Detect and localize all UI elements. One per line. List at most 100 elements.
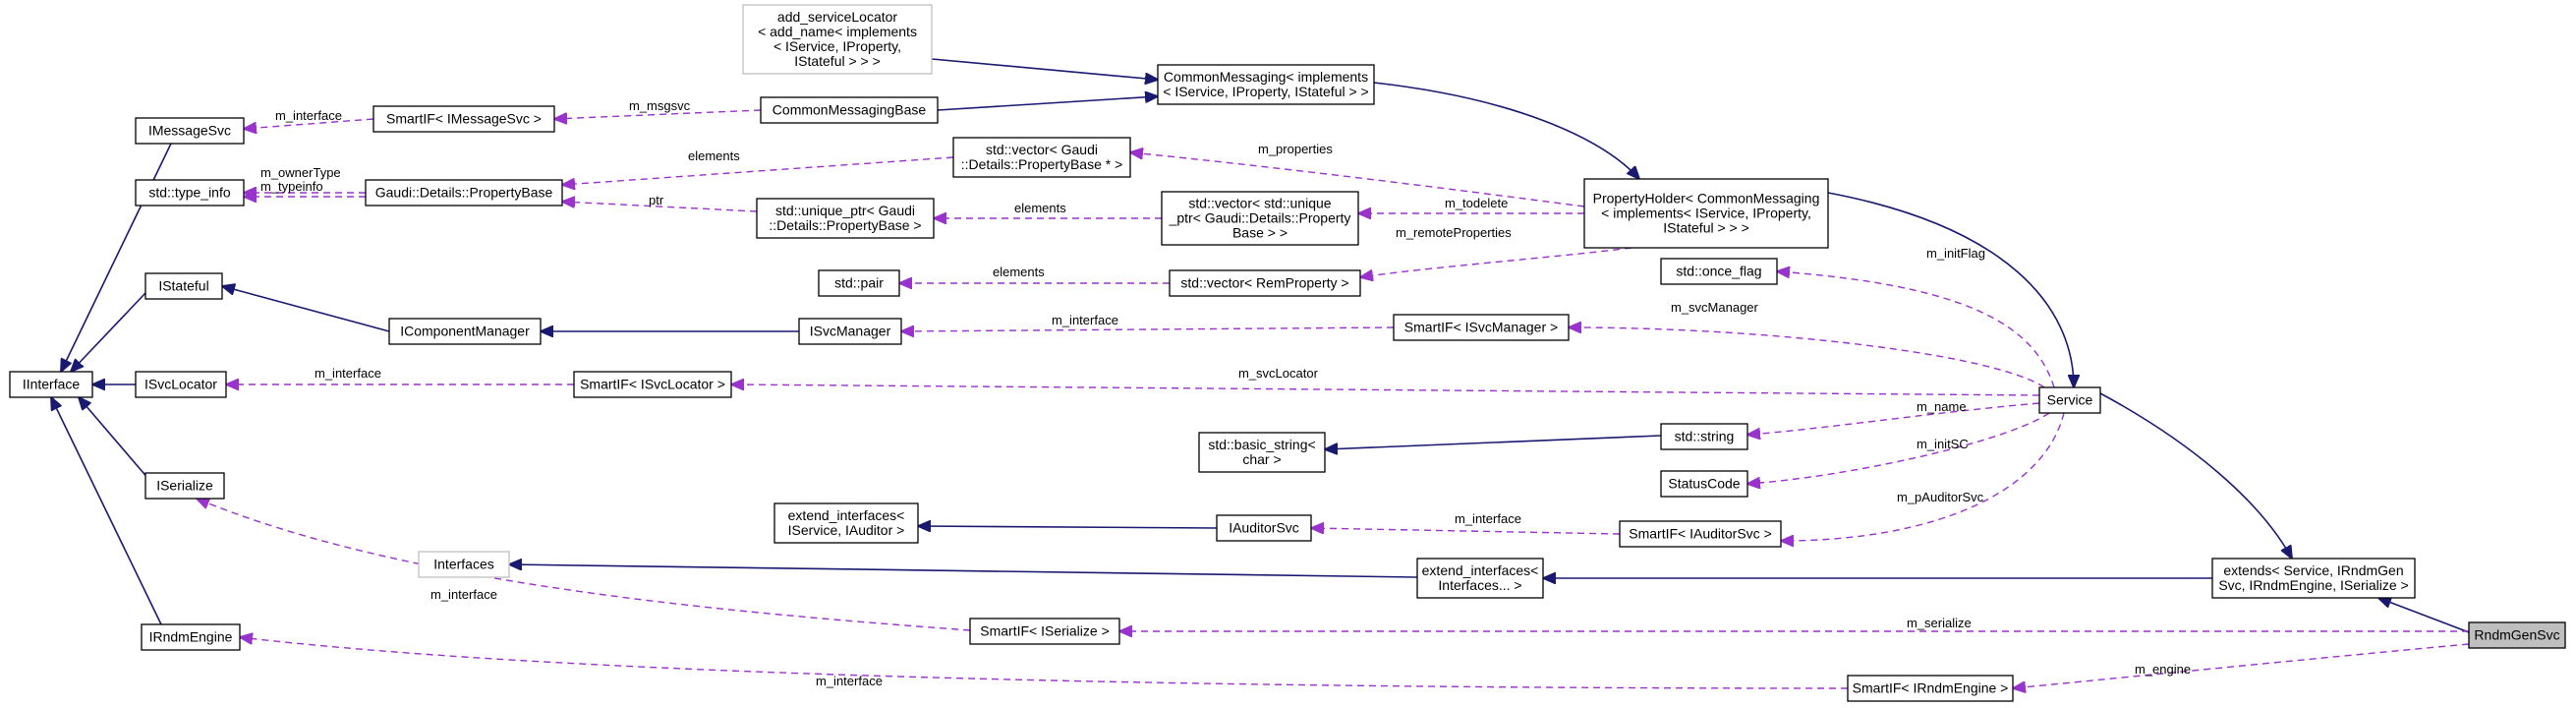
class-node-istateful[interactable]: IStateful bbox=[144, 272, 223, 300]
class-node-std-pair[interactable]: std::pair bbox=[818, 269, 900, 297]
class-node-box bbox=[1157, 64, 1375, 105]
class-node-label: PropertyHolder< CommonMessaging bbox=[1593, 191, 1820, 206]
class-node-box bbox=[742, 4, 933, 75]
class-node-status-code[interactable]: StatusCode bbox=[1660, 470, 1748, 498]
inheritance-edge-7 bbox=[71, 292, 146, 372]
class-node-box bbox=[135, 117, 245, 145]
class-node-label: CommonMessagingBase bbox=[773, 102, 927, 118]
class-node-box bbox=[372, 105, 555, 133]
edge-label-m-init-flag: m_initFlag bbox=[1926, 246, 1985, 261]
class-node-label: ::Details::PropertyBase * > bbox=[961, 156, 1123, 172]
class-node-box bbox=[756, 198, 935, 239]
class-node-icomponent-manager[interactable]: IComponentManager bbox=[388, 318, 542, 345]
class-node-smartif-isvcmanager[interactable]: SmartIF< ISvcManager > bbox=[1393, 314, 1570, 341]
class-node-extend-interfaces-interfaces[interactable]: extend_interfaces<Interfaces... > bbox=[1416, 558, 1544, 599]
edge-label-elements-pair: elements bbox=[993, 265, 1045, 279]
class-node-label: std::vector< Gaudi bbox=[986, 142, 1098, 157]
class-node-std-once-flag[interactable]: std::once_flag bbox=[1660, 258, 1778, 285]
class-node-service[interactable]: Service bbox=[2038, 386, 2101, 414]
usage-edge-34 bbox=[1747, 412, 2050, 484]
class-node-box bbox=[388, 318, 542, 345]
edge-label-m-init-sc: m_initSC bbox=[1917, 437, 1969, 451]
class-node-isvc-locator[interactable]: ISvcLocator bbox=[135, 371, 227, 398]
class-node-common-messaging[interactable]: CommonMessaging< implements< IService, I… bbox=[1157, 64, 1375, 105]
class-node-isvc-manager[interactable]: ISvcManager bbox=[798, 318, 902, 345]
class-node-irndm-engine[interactable]: IRndmEngine bbox=[141, 623, 241, 651]
inheritance-edge-11 bbox=[222, 286, 390, 332]
edge-label-m-engine: m_engine bbox=[2135, 662, 2191, 677]
class-node-label: < IService, IProperty, IStateful > > bbox=[1163, 84, 1368, 99]
class-node-smartif-isvclocator[interactable]: SmartIF< ISvcLocator > bbox=[573, 371, 732, 398]
class-node-iserialize[interactable]: ISerialize bbox=[144, 472, 225, 500]
edge-label-m-properties: m_properties bbox=[1258, 142, 1333, 156]
usage-edge-17 bbox=[244, 118, 374, 129]
edge-label-m-interface-svcmanager: m_interface bbox=[1052, 313, 1118, 327]
class-node-label: std::unique_ptr< Gaudi bbox=[775, 203, 915, 218]
inheritance-edge-1 bbox=[937, 96, 1158, 111]
class-node-box bbox=[1583, 178, 1829, 249]
usage-edge-33 bbox=[1747, 402, 2040, 435]
class-node-box bbox=[1216, 514, 1312, 542]
class-node-smartif-imessagesvc[interactable]: SmartIF< IMessageSvc > bbox=[372, 105, 555, 133]
class-node-box bbox=[1198, 432, 1326, 473]
class-node-box bbox=[969, 618, 1120, 645]
usage-edge-23 bbox=[1130, 152, 1585, 207]
edge-label-m-interface-rndm: m_interface bbox=[816, 674, 883, 688]
class-node-label: Base > > bbox=[1232, 225, 1288, 241]
edge-label-m-name: m_name bbox=[1917, 399, 1967, 414]
class-node-interfaces[interactable]: Interfaces bbox=[418, 551, 510, 578]
class-node-box bbox=[1416, 558, 1544, 599]
edge-label-m-svc-locator: m_svcLocator bbox=[1238, 366, 1319, 381]
class-node-iinterface[interactable]: IInterface bbox=[9, 371, 93, 398]
class-node-label: Service bbox=[2047, 392, 2093, 408]
class-node-label: extend_interfaces< bbox=[1422, 562, 1539, 578]
class-node-box bbox=[141, 623, 241, 651]
class-node-label: Interfaces bbox=[433, 557, 493, 572]
class-node-box bbox=[418, 551, 510, 578]
class-node-label: IInterface bbox=[23, 377, 81, 392]
class-node-vector-unique-ptr[interactable]: std::vector< std::unique_ptr< Gaudi::Det… bbox=[1161, 191, 1359, 246]
usage-edge-30 bbox=[1569, 327, 2045, 388]
class-node-std-type-info[interactable]: std::type_info bbox=[135, 179, 245, 206]
class-node-box bbox=[1847, 675, 2014, 702]
class-node-label: std::vector< std::unique bbox=[1188, 196, 1331, 211]
usage-edge-39 bbox=[240, 637, 1849, 689]
class-node-add-service-locator[interactable]: add_serviceLocator< add_name< implements… bbox=[742, 4, 933, 75]
class-node-label: ::Details::PropertyBase > bbox=[769, 217, 921, 233]
nodes: add_serviceLocator< add_name< implements… bbox=[9, 4, 2566, 702]
class-node-property-base[interactable]: Gaudi::Details::PropertyBase bbox=[365, 179, 563, 206]
class-node-smartif-iserialize[interactable]: SmartIF< ISerialize > bbox=[969, 618, 1120, 645]
edge-label-m-todelete: m_todelete bbox=[1445, 196, 1508, 210]
class-node-extend-interfaces-iservice[interactable]: extend_interfaces<IService, IAuditor > bbox=[773, 502, 919, 544]
usage-edge-40 bbox=[2013, 643, 2470, 688]
class-node-unique-ptr-property-base[interactable]: std::unique_ptr< Gaudi::Details::Propert… bbox=[756, 198, 935, 239]
class-node-std-basic-string[interactable]: std::basic_string<char > bbox=[1198, 432, 1326, 473]
class-node-vector-property-base-ptr[interactable]: std::vector< Gaudi::Details::PropertyBas… bbox=[952, 137, 1131, 178]
class-node-label: IStateful > > > bbox=[1663, 220, 1749, 236]
class-node-common-messaging-base[interactable]: CommonMessagingBase bbox=[760, 96, 939, 124]
class-node-label: IMessageSvc bbox=[148, 123, 231, 139]
class-node-smartif-iauditorsvc[interactable]: SmartIF< IAuditorSvc > bbox=[1619, 520, 1782, 548]
inheritance-edge-0 bbox=[931, 58, 1158, 80]
class-node-vector-rem-property[interactable]: std::vector< RemProperty > bbox=[1169, 269, 1361, 297]
usage-edge-35 bbox=[1311, 528, 1621, 535]
class-node-box bbox=[1169, 269, 1361, 297]
edge-labels: m_interfacem_msgsvcm_ownerTypem_typeinfo… bbox=[260, 98, 2191, 688]
inheritance-edge-3 bbox=[1827, 192, 2074, 387]
class-node-property-holder[interactable]: PropertyHolder< CommonMessaging< impleme… bbox=[1583, 178, 1829, 249]
class-node-box bbox=[760, 96, 939, 124]
class-node-iauditor-svc[interactable]: IAuditorSvc bbox=[1216, 514, 1312, 542]
class-node-box bbox=[144, 472, 225, 500]
class-node-box bbox=[952, 137, 1131, 178]
inheritance-edge-2 bbox=[1373, 82, 1639, 179]
class-node-std-string[interactable]: std::string bbox=[1660, 423, 1748, 450]
class-node-smartif-irndmengine[interactable]: SmartIF< IRndmEngine > bbox=[1847, 675, 2014, 702]
class-node-imessage-svc[interactable]: IMessageSvc bbox=[135, 117, 245, 145]
class-node-box bbox=[2211, 558, 2416, 599]
class-node-rndm-gen-svc[interactable]: RndmGenSvc bbox=[2468, 621, 2566, 649]
class-node-box bbox=[365, 179, 563, 206]
edge-label-m-p-auditor-svc: m_pAuditorSvc bbox=[1897, 490, 1984, 504]
class-node-label: std::basic_string< bbox=[1208, 437, 1315, 452]
